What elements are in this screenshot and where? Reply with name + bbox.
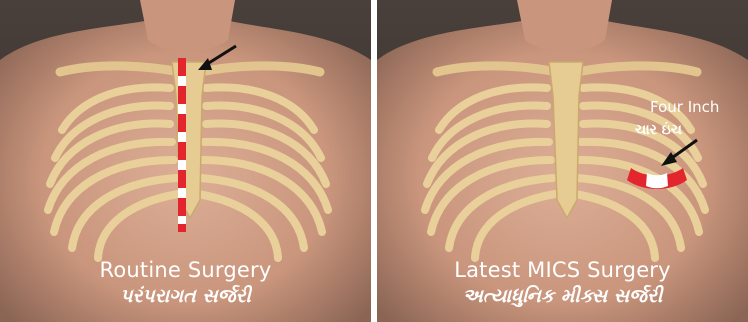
sternotomy-incision (178, 58, 186, 232)
mics-surgery-panel: Four Inch ચાર ઇંચ Latest MICS Surgery અત… (377, 0, 748, 322)
neck (140, 0, 235, 51)
routine-surgery-caption-gu: પરંપરાગત સર્જરી (0, 285, 371, 307)
mics-surgery-caption-en: Latest MICS Surgery (377, 258, 748, 282)
routine-surgery-panel: Routine Surgery પરંપરાગત સર્જરી (0, 0, 371, 322)
four-inch-label-en: Four Inch (650, 98, 719, 116)
mics-surgery-caption-gu: અત્યાધુનિક મીક્સ સર્જરી (377, 285, 748, 307)
neck (517, 0, 612, 51)
four-inch-label-gu: ચાર ઇંચ (635, 122, 682, 138)
routine-surgery-caption-en: Routine Surgery (0, 258, 371, 282)
